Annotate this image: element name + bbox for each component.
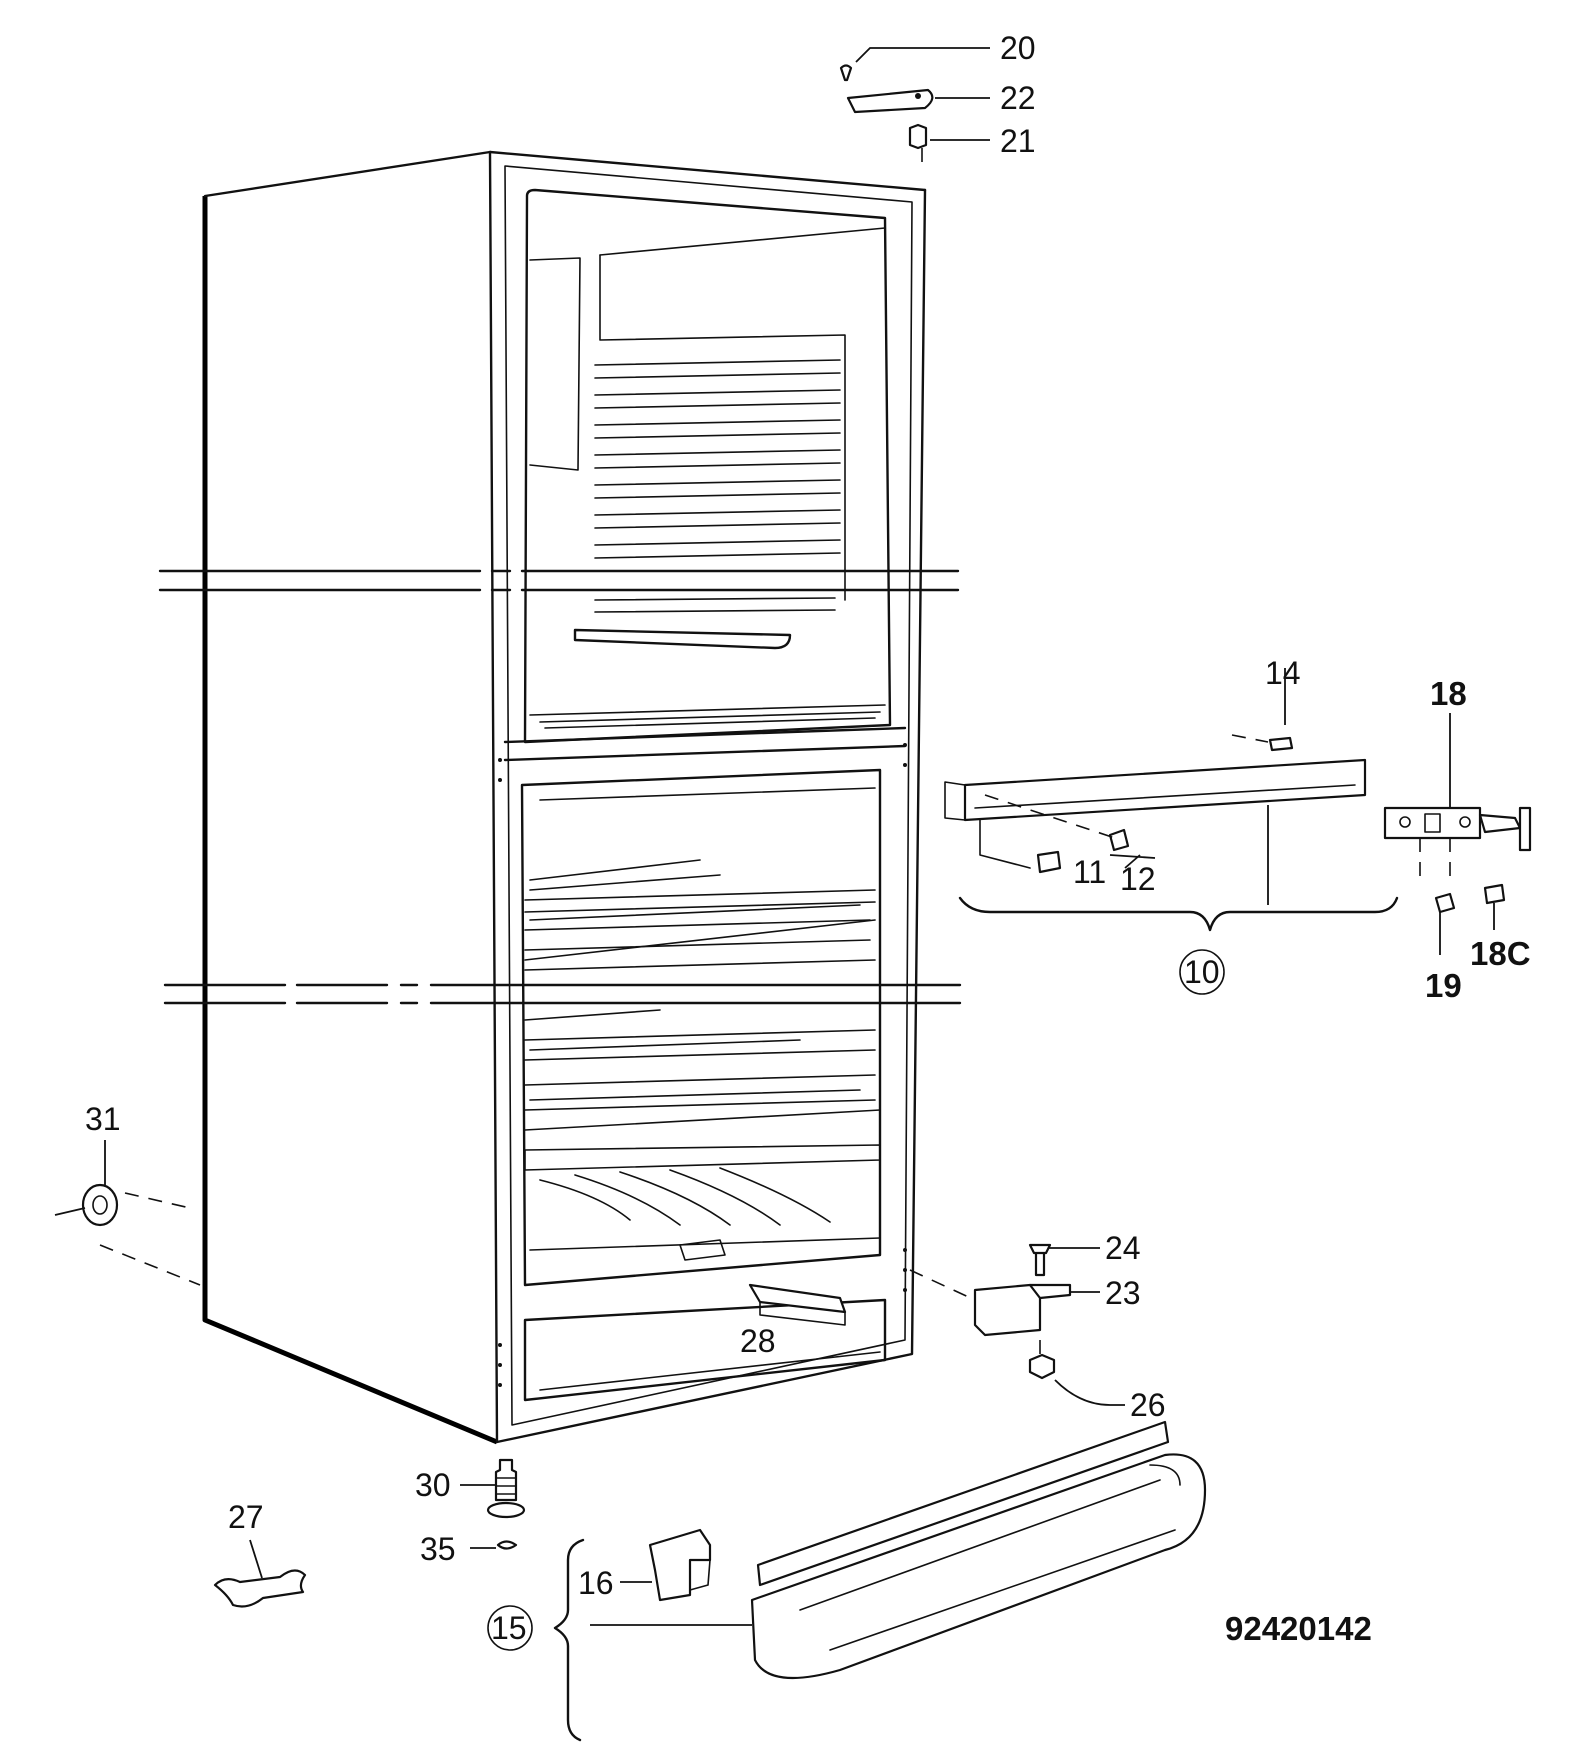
brace-15 <box>553 1538 585 1742</box>
label-18: 18 <box>1430 675 1467 712</box>
callout-labels: 20 22 21 14 18 11 12 10 19 18C 31 24 23 … <box>85 30 1531 1647</box>
label-10: 10 <box>1184 954 1220 990</box>
cabinet <box>158 150 962 1445</box>
clip-18c-icon <box>1483 883 1506 905</box>
label-23: 23 <box>1105 1275 1141 1311</box>
door-shelf-15-icon <box>750 1453 1207 1680</box>
crisper-cover <box>524 1144 881 1251</box>
break-lines <box>158 569 962 1005</box>
wire-shelf-middle <box>524 1009 881 1131</box>
bolt-11-icon <box>1036 850 1062 874</box>
label-31: 31 <box>85 1101 121 1137</box>
door-rail-10-icon <box>963 758 1367 822</box>
label-35: 35 <box>420 1531 456 1567</box>
door-shelf-assembly <box>487 1420 1207 1742</box>
callout-circle-10 <box>1179 949 1225 995</box>
label-24: 24 <box>1105 1230 1141 1266</box>
screw-foot-30-icon <box>494 1458 518 1502</box>
top-hinge-assembly <box>839 47 990 170</box>
shelf-rail <box>756 1420 1170 1587</box>
hinge-23-icon <box>973 1283 1042 1337</box>
leveling-foot <box>460 1458 526 1550</box>
label-21: 21 <box>1000 123 1036 159</box>
callout-circle-15 <box>487 1605 533 1651</box>
label-20: 20 <box>1000 30 1036 66</box>
label-11: 11 <box>1073 854 1106 890</box>
door-rail-assembly <box>944 668 1399 995</box>
hinge-bracket-22-icon <box>846 88 934 114</box>
hinge-holes <box>498 743 907 1387</box>
label-19: 19 <box>1425 967 1462 1004</box>
label-27: 27 <box>228 1499 264 1535</box>
cabinet-top-edge <box>203 150 927 198</box>
latch-28 <box>748 1283 847 1326</box>
hinge-18-icon <box>1383 806 1482 840</box>
label-16: 16 <box>578 1565 614 1601</box>
washer-35-icon <box>496 1540 518 1550</box>
fridge-top-edge <box>539 787 876 801</box>
foot-31 <box>54 1140 201 1286</box>
label-28: 28 <box>740 1323 776 1359</box>
pin-14-icon <box>1268 736 1294 752</box>
label-30: 30 <box>415 1467 451 1503</box>
bolt-12-icon <box>1108 828 1130 852</box>
freezer-shelf <box>529 704 886 729</box>
evaporator-back <box>599 254 846 601</box>
label-15: 15 <box>491 1610 527 1646</box>
label-22: 22 <box>1000 80 1036 116</box>
grille-edge <box>539 1351 881 1391</box>
divider-rail <box>503 726 907 762</box>
nut-26-icon <box>1028 1353 1056 1380</box>
cabinet-side-outline <box>202 196 498 1445</box>
latch-plate <box>679 1239 726 1261</box>
freezer-side-recess <box>529 257 581 471</box>
label-26: 26 <box>1130 1387 1166 1423</box>
drip-tray <box>573 628 792 650</box>
evaporator-top <box>599 227 886 256</box>
front-frame-inner <box>504 165 913 1426</box>
hinge-18-assembly <box>1383 713 1532 955</box>
wrench-27 <box>213 1539 307 1608</box>
wrench-27-icon <box>213 1569 307 1608</box>
freezer-opening <box>523 188 892 744</box>
cabinet-front-frame <box>488 150 927 1444</box>
fridge-opening <box>520 768 882 1287</box>
clip-16-icon <box>648 1528 712 1602</box>
foot-31-icon <box>81 1183 119 1227</box>
label-18c: 18C <box>1470 935 1531 972</box>
label-14: 14 <box>1265 655 1301 691</box>
screw-20-icon <box>839 64 853 82</box>
hinge-pin-21-icon <box>908 123 928 150</box>
evaporator-fins <box>594 359 841 613</box>
brace-10 <box>958 896 1399 932</box>
wire-shelf-upper <box>524 859 876 971</box>
latch-28-icon <box>748 1283 847 1314</box>
bottom-hinge-assembly <box>909 1243 1125 1406</box>
bottom-grille <box>523 1298 887 1402</box>
drawing-number: 92420142 <box>1225 1610 1372 1647</box>
label-12: 12 <box>1120 861 1156 897</box>
screw-19-icon <box>1434 892 1456 914</box>
